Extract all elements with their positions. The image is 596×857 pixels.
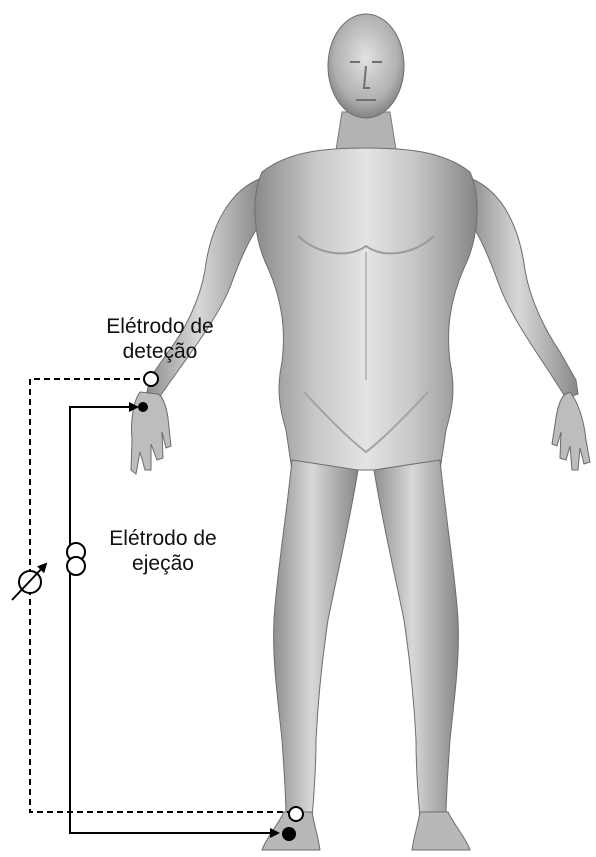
filled-circle-electrode-wrist [138,402,148,412]
human-body-figure [131,14,590,850]
filled-circle-electrode-ankle [282,827,296,841]
right-hand [552,392,590,470]
detection-electrode-label: Elétrodo de deteção [65,314,255,364]
injection-wire-bottom [70,568,278,833]
left-hand [131,392,171,474]
right-arm [470,178,578,398]
injection-electrode-label: Elétrodo de ejeção [78,526,248,576]
injection-label-line1: Elétrodo de [78,526,248,551]
left-leg [274,460,358,818]
injection-label-line2: ejeção [78,551,248,576]
hollow-circle-electrode-wrist [144,372,158,386]
injection-wire-top [70,407,137,545]
detection-label-line1: Elétrodo de [65,314,255,339]
detection-label-line2: deteção [65,339,255,364]
hollow-circle-electrode-ankle [289,807,303,821]
right-leg [374,460,458,818]
right-foot [412,812,470,850]
